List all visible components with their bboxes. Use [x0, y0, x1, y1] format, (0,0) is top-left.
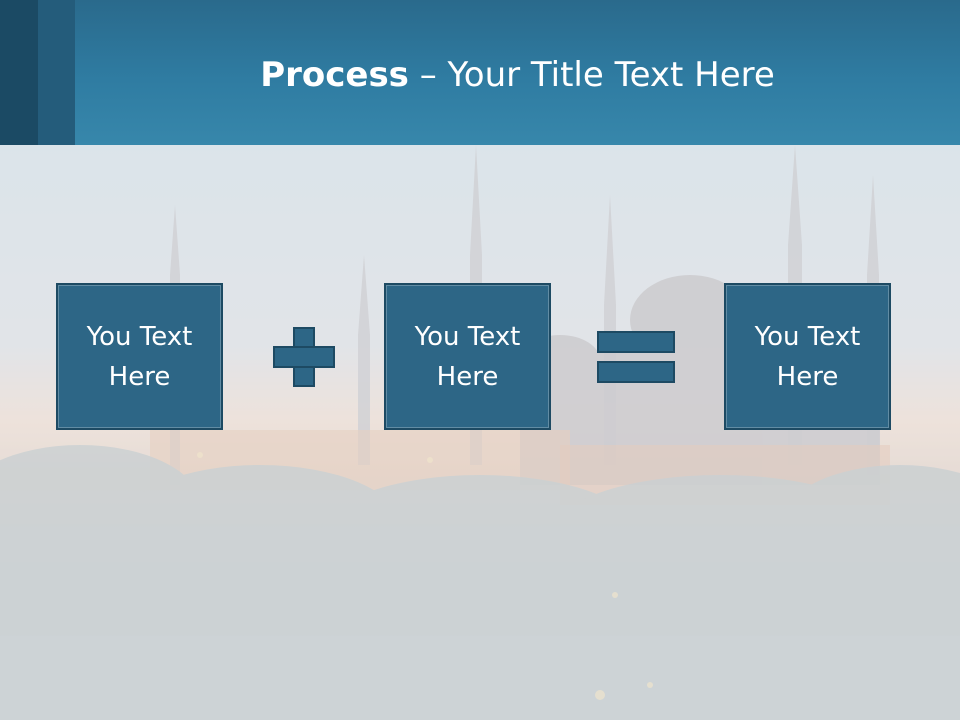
- process-box-2-label: You Text Here: [414, 321, 521, 392]
- equals-icon: [597, 331, 675, 353]
- process-box-3-label: You Text Here: [754, 321, 861, 392]
- process-box-3[interactable]: You Text Here: [724, 283, 891, 430]
- process-box-2[interactable]: You Text Here: [384, 283, 551, 430]
- plus-icon-center: [295, 348, 313, 366]
- mosque-skyline-image: [0, 145, 960, 720]
- slide-title-rest: – Your Title Text Here: [408, 55, 775, 95]
- header-accent-strip-dark: [0, 0, 38, 145]
- process-box-1-label: You Text Here: [86, 321, 193, 392]
- background-photo: [0, 145, 960, 720]
- slide-title-strong: Process: [260, 55, 409, 95]
- header-accent-strip: [38, 0, 75, 145]
- equals-icon-bar: [597, 361, 675, 383]
- process-box-1[interactable]: You Text Here: [56, 283, 223, 430]
- slide-title[interactable]: Process – Your Title Text Here: [75, 50, 960, 100]
- title-bar: Process – Your Title Text Here: [0, 0, 960, 145]
